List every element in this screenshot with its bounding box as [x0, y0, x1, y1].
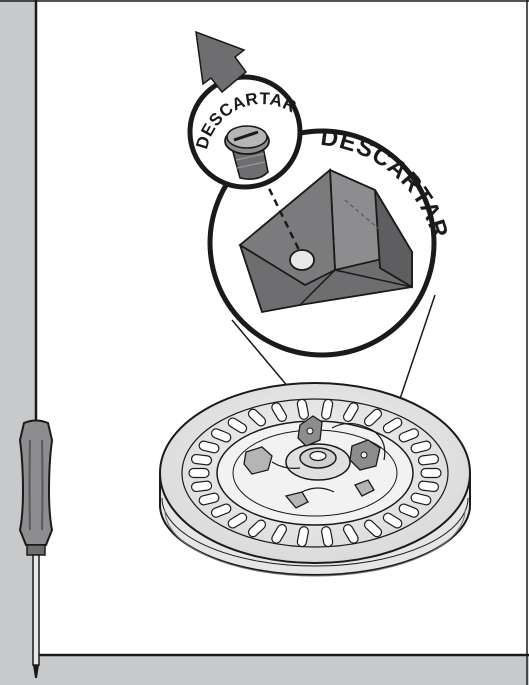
slot: [418, 481, 439, 492]
round-base-part: [160, 383, 470, 576]
slot: [418, 454, 439, 465]
slot: [191, 454, 212, 465]
slot: [421, 469, 441, 478]
left-wall: [0, 0, 36, 685]
zoom-circle-screw: DESCARTAR: [190, 77, 300, 187]
slot: [191, 481, 212, 492]
floor: [0, 655, 529, 685]
slot: [189, 469, 209, 478]
